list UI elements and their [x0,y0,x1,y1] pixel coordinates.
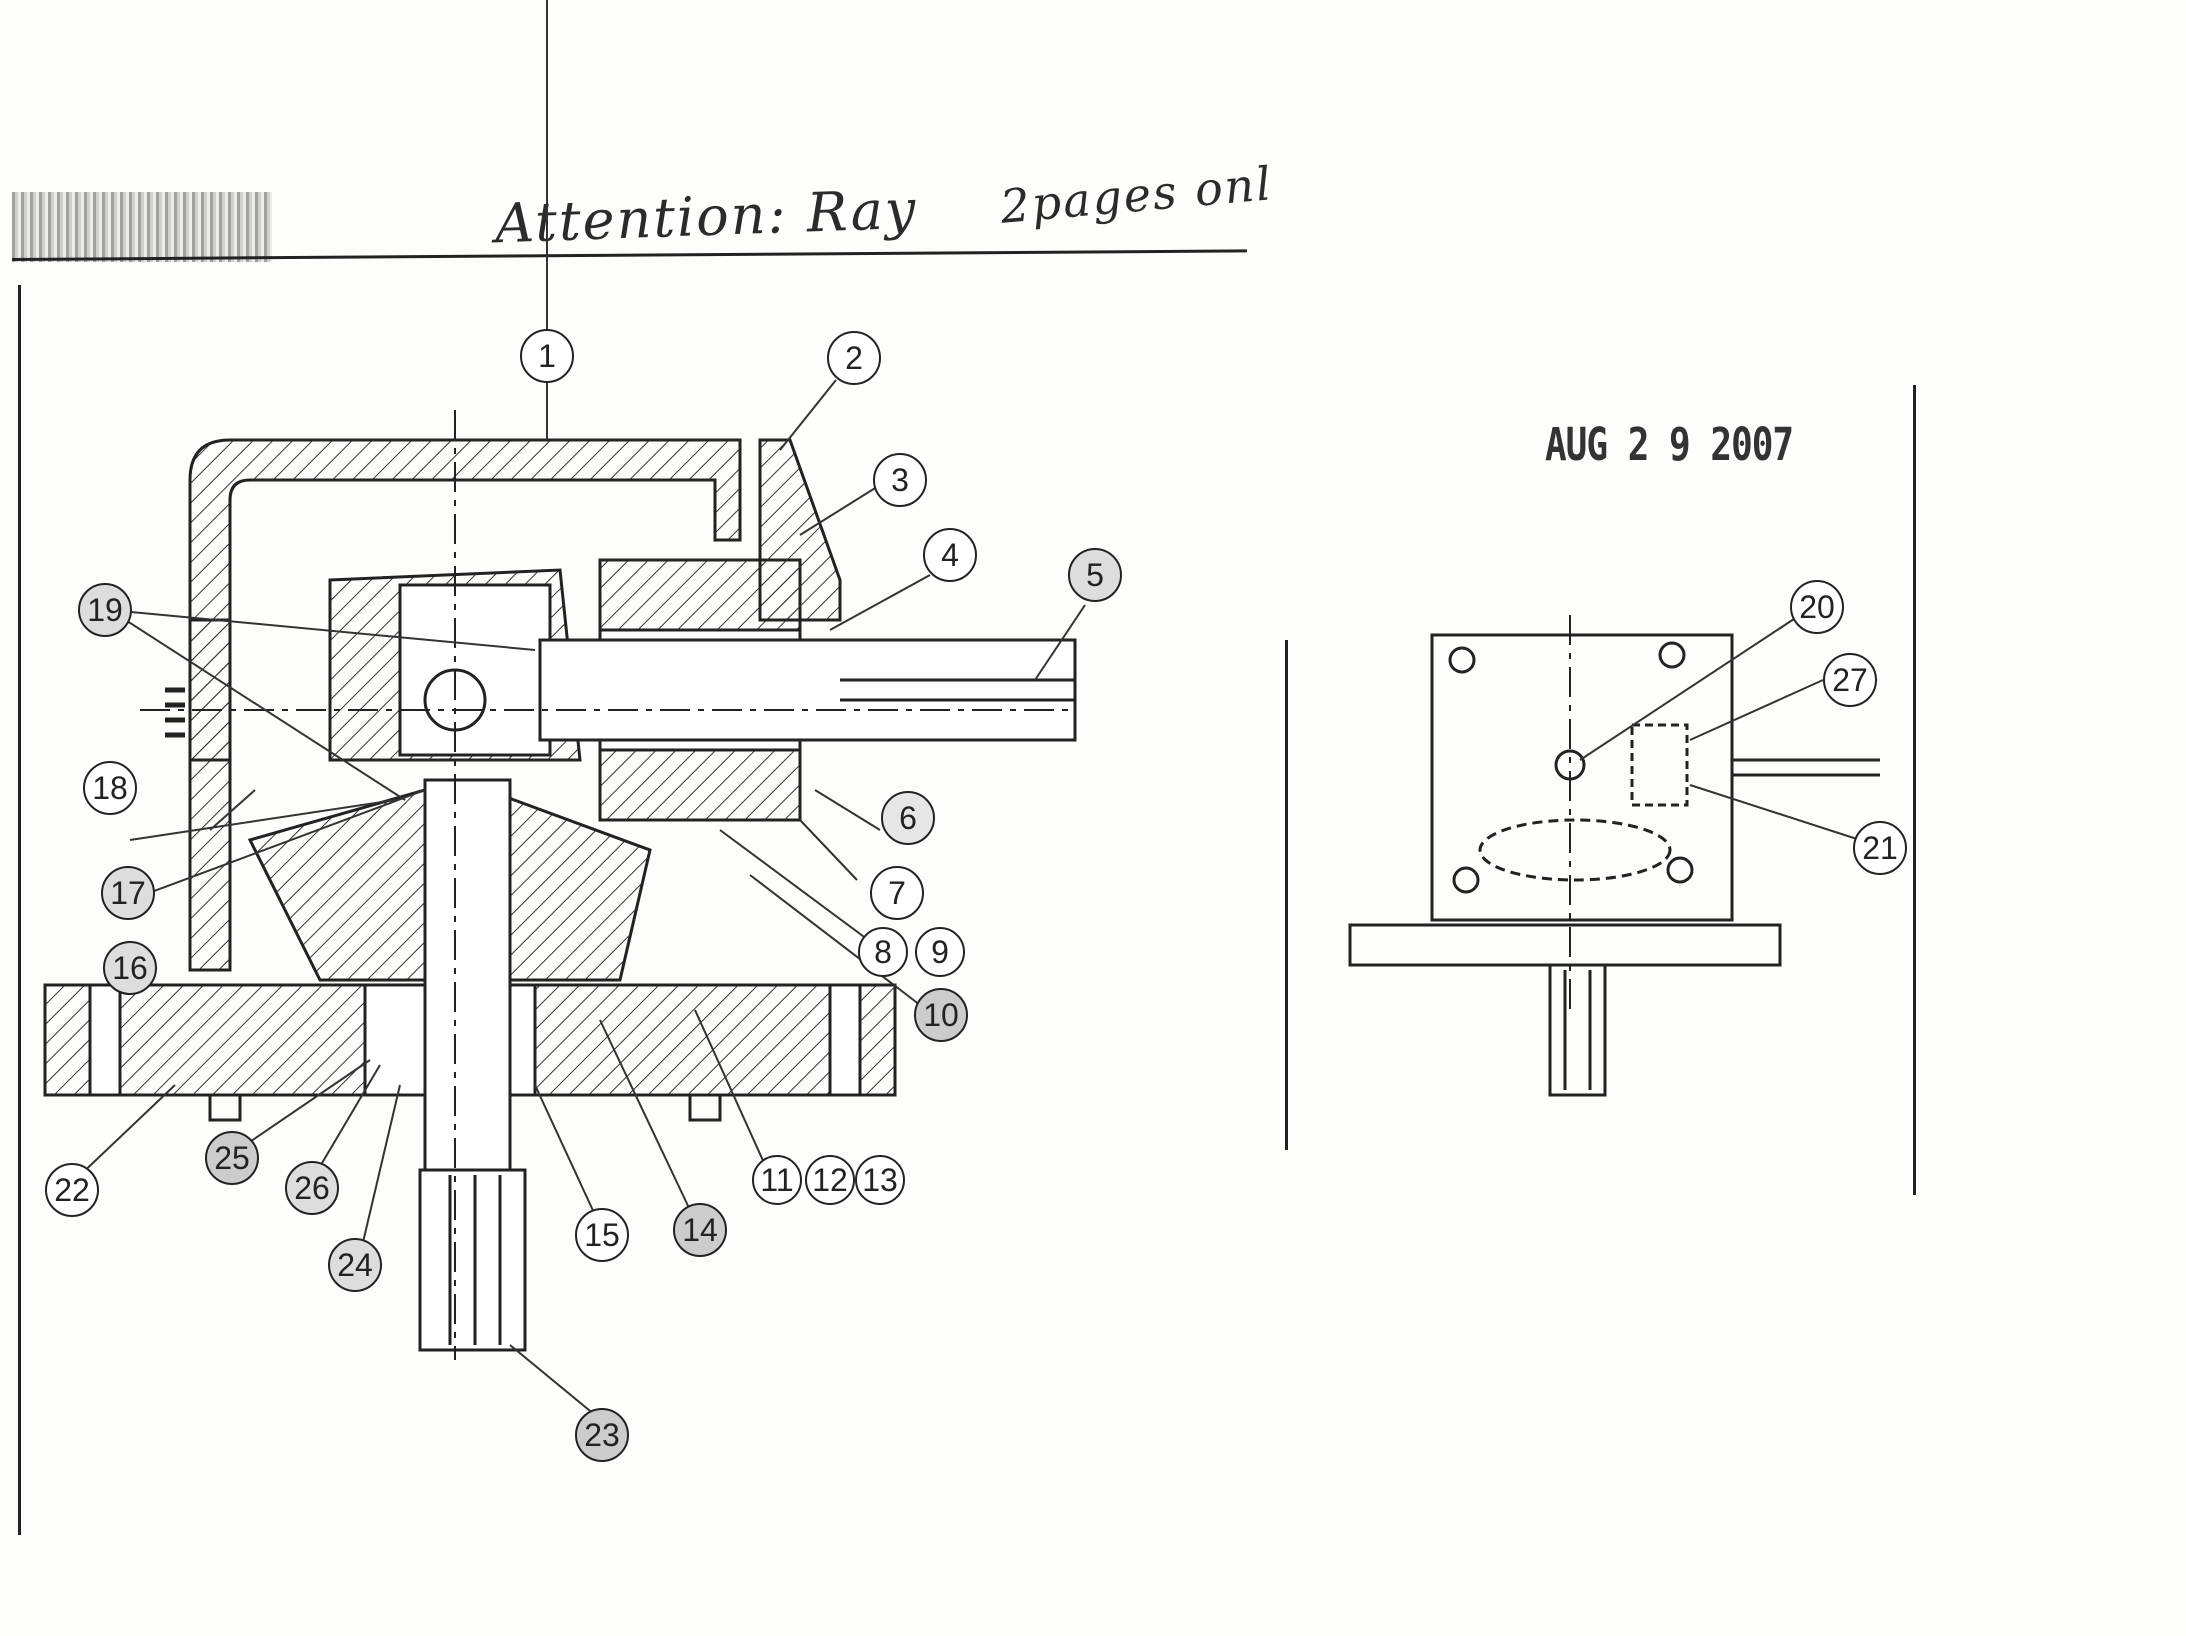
callout-4: 4 [923,528,977,582]
callout-13: 13 [855,1155,905,1205]
svg-text:13: 13 [862,1162,898,1198]
svg-text:26: 26 [294,1170,330,1206]
callout-8: 8 [858,927,908,977]
svg-text:3: 3 [891,462,909,498]
callout-22: 22 [45,1163,99,1217]
received-date-stamp: AUG 2 9 2007 [1545,419,1794,472]
svg-text:17: 17 [110,875,146,911]
callout-12: 12 [805,1155,855,1205]
callout-6: 6 [881,791,935,845]
callout-5: 5 [1068,548,1122,602]
svg-text:24: 24 [337,1247,373,1283]
svg-text:11: 11 [760,1162,793,1198]
callout-24: 24 [328,1238,382,1292]
svg-text:23: 23 [584,1417,620,1453]
svg-text:12: 12 [812,1162,848,1198]
svg-text:16: 16 [112,950,148,986]
svg-text:9: 9 [931,934,949,970]
svg-text:4: 4 [941,537,959,573]
callout-2: 2 [827,331,881,385]
svg-text:14: 14 [682,1212,718,1248]
svg-text:2: 2 [845,340,863,376]
left-border [18,285,21,1535]
callout-10: 10 [914,988,968,1042]
right-view-right-border [1913,385,1916,1195]
callout-1: 1 [520,329,574,383]
svg-text:25: 25 [214,1140,250,1176]
callout-19: 19 [78,583,132,637]
svg-text:27: 27 [1832,662,1868,698]
svg-text:21: 21 [1862,830,1898,866]
svg-text:1: 1 [538,338,556,374]
callout-21: 21 [1853,821,1907,875]
svg-text:22: 22 [54,1172,90,1208]
callout-16: 16 [103,941,157,995]
svg-text:20: 20 [1799,589,1835,625]
section-view [43,410,1077,1360]
callout-17: 17 [101,866,155,920]
svg-text:5: 5 [1086,557,1104,593]
leader-lines [74,0,1861,1416]
callout-20: 20 [1790,580,1844,634]
callout-25: 25 [205,1131,259,1185]
svg-text:19: 19 [87,592,123,628]
callout-3: 3 [873,453,927,507]
svg-text:10: 10 [923,997,959,1033]
side-view [1348,615,1880,1097]
callout-26: 26 [285,1161,339,1215]
right-view-left-border [1285,640,1288,1150]
svg-text:18: 18 [92,770,128,806]
callout-14: 14 [673,1203,727,1257]
scan-noise [12,192,272,262]
svg-text:8: 8 [874,934,892,970]
callout-9: 9 [915,927,965,977]
callout-11: 11 [752,1155,802,1205]
callout-18: 18 [83,761,137,815]
svg-text:7: 7 [888,875,906,911]
svg-text:6: 6 [899,800,917,836]
callout-27: 27 [1823,653,1877,707]
svg-text:15: 15 [584,1217,620,1253]
callout-15: 15 [575,1208,629,1262]
callout-23: 23 [575,1408,629,1462]
callout-7: 7 [870,866,924,920]
